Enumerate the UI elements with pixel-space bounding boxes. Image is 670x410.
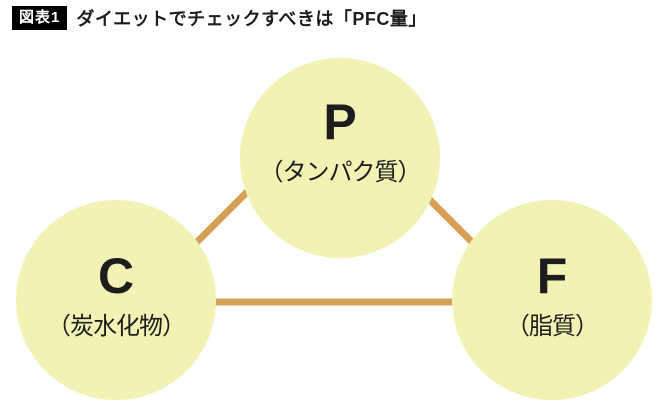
node-protein-letter: P — [323, 94, 357, 150]
node-carbohydrate-letter: C — [97, 248, 135, 304]
figure-number-tag: 図表1 — [12, 6, 68, 30]
node-fat-content: F （脂質） — [506, 248, 599, 344]
node-protein-label: （タンパク質） — [259, 159, 422, 186]
node-fat-letter: F — [536, 248, 568, 304]
node-protein: P （タンパク質） — [240, 58, 440, 258]
figure-header: 図表1 ダイエットでチェックすべきは「PFC量」 — [12, 5, 427, 31]
figure-title: ダイエットでチェックすべきは「PFC量」 — [76, 9, 427, 29]
node-carbohydrate-content: C （炭水化物） — [47, 248, 186, 344]
node-carbohydrate: C （炭水化物） — [16, 200, 216, 400]
node-fat-label: （脂質） — [506, 313, 599, 340]
node-fat: F （脂質） — [452, 200, 652, 400]
node-protein-content: P （タンパク質） — [259, 94, 422, 190]
node-carbohydrate-label: （炭水化物） — [47, 313, 186, 340]
